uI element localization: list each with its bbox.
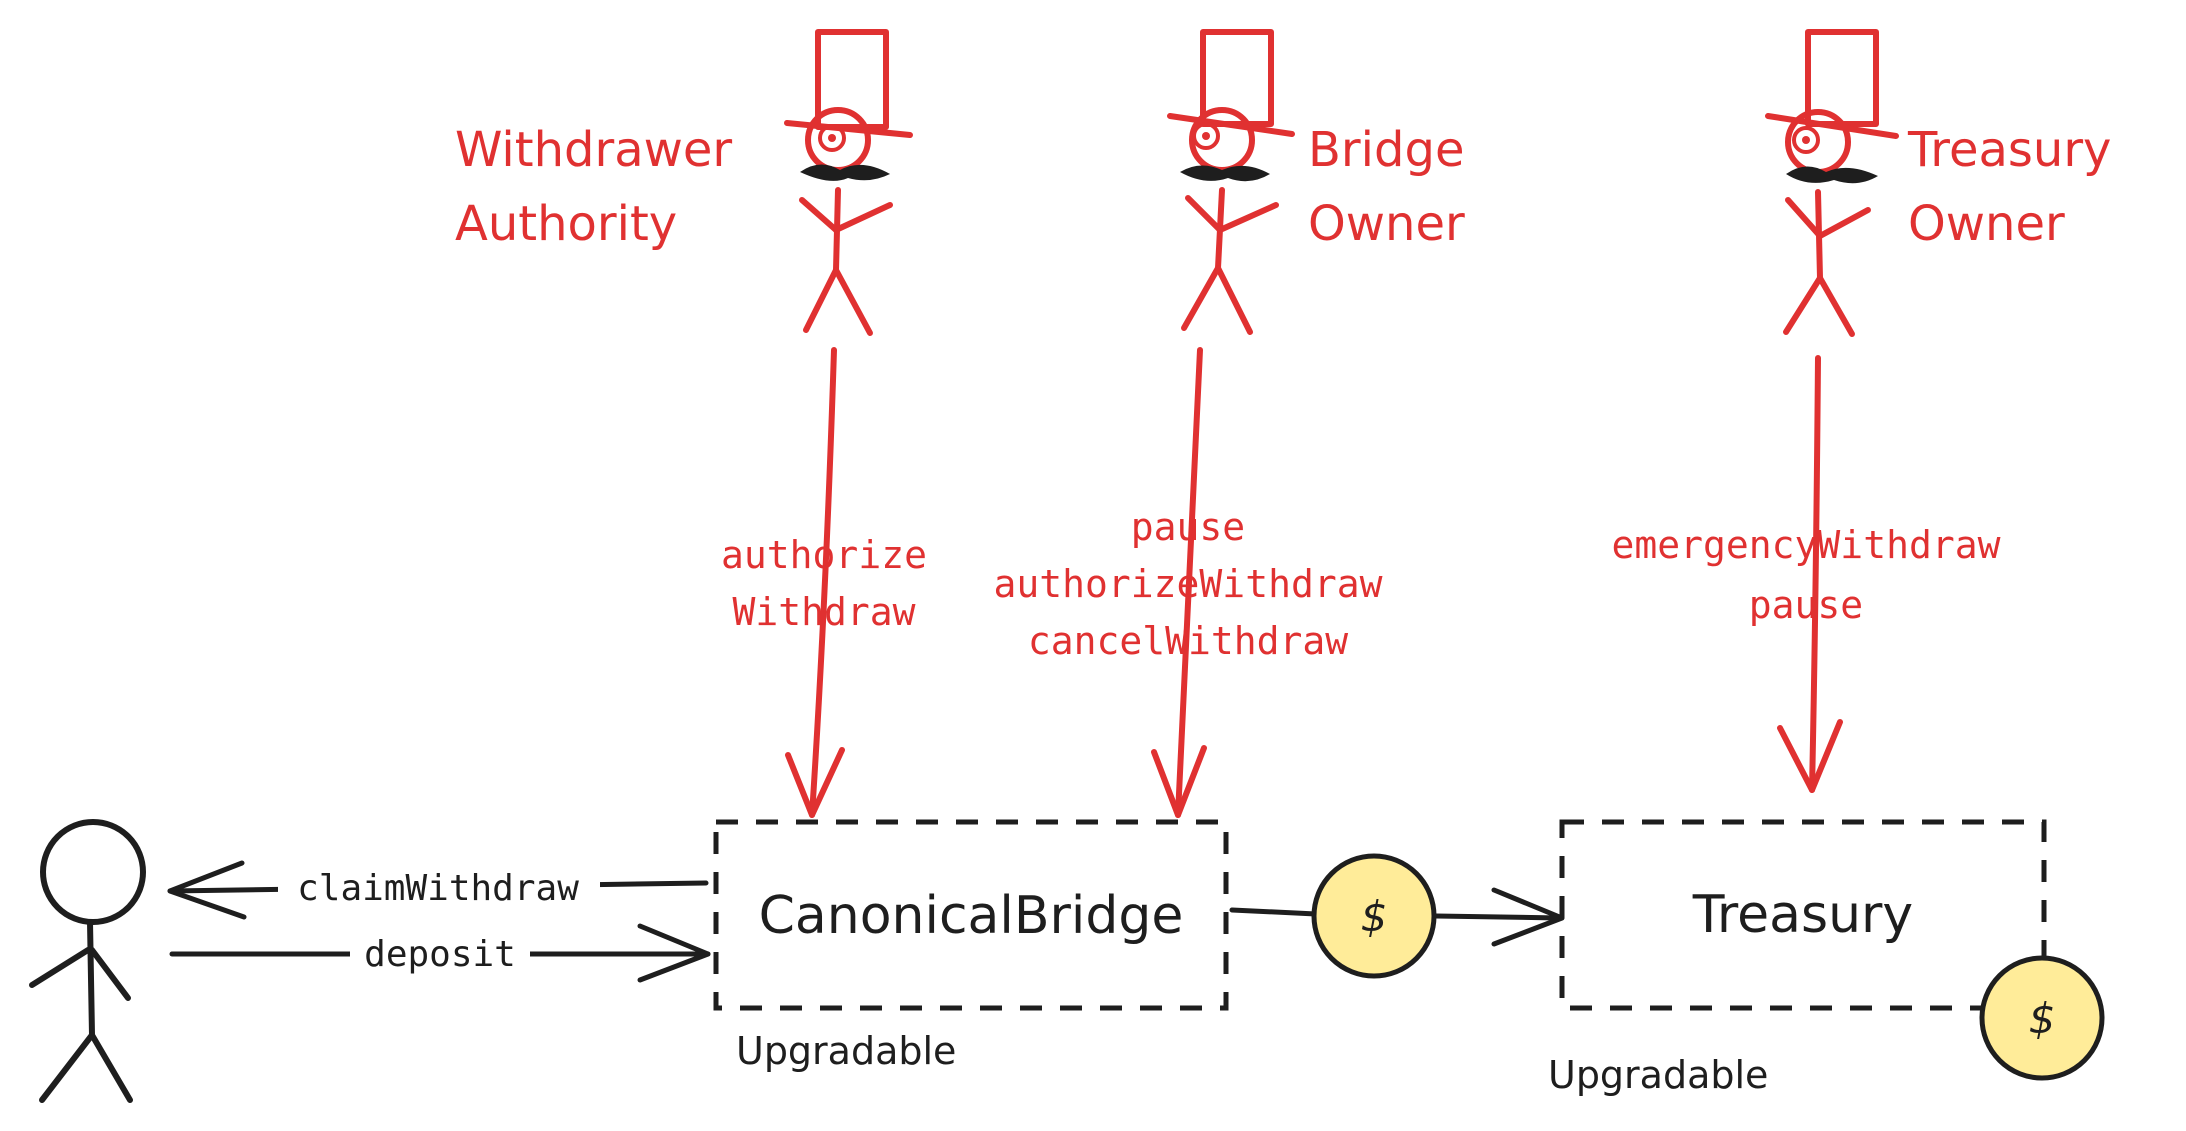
treasury-owner-name-line1: Treasury bbox=[1907, 122, 2111, 178]
withdrawer-authority-figure-icon bbox=[784, 29, 913, 336]
treasury-owner-arrow bbox=[1777, 355, 1843, 793]
bridge-owner-role: Bridge Owner pause authorizeWithdraw can… bbox=[994, 29, 1465, 818]
treasury-owner-role: Treasury Owner emergencyWithdraw pause bbox=[1612, 29, 2111, 793]
treasury-note: Upgradable bbox=[1548, 1053, 1768, 1097]
bridge-owner-permission-2: authorizeWithdraw bbox=[994, 562, 1383, 606]
treasury-owner-name-line2: Owner bbox=[1908, 196, 2065, 252]
bridge-owner-figure-icon bbox=[1167, 29, 1295, 335]
treasury-owner-figure-icon bbox=[1765, 29, 1899, 337]
claim-withdraw-label: claimWithdraw bbox=[297, 868, 579, 909]
user-figure-icon bbox=[29, 819, 146, 1103]
withdrawer-authority-arrow bbox=[785, 347, 845, 818]
claim-withdraw-arrow: claimWithdraw bbox=[167, 860, 709, 920]
bridge-coin-icon: $ bbox=[1311, 853, 1437, 979]
bridge-owner-arrow bbox=[1151, 347, 1207, 818]
treasury-owner-permission-2: pause bbox=[1749, 583, 1863, 627]
canonical-bridge-note: Upgradable bbox=[736, 1029, 956, 1073]
withdrawer-permission-2: Withdraw bbox=[732, 590, 915, 634]
treasury-coin-symbol: $ bbox=[2029, 994, 2056, 1043]
deposit-arrow: deposit bbox=[169, 923, 711, 983]
canonical-bridge-name: CanonicalBridge bbox=[759, 886, 1184, 946]
bridge-owner-name-line1: Bridge bbox=[1308, 122, 1464, 178]
deposit-label: deposit bbox=[364, 934, 516, 975]
bridge-owner-permission-3: cancelWithdraw bbox=[1028, 619, 1348, 663]
treasury-contract: Treasury Upgradable bbox=[1548, 819, 2047, 1097]
bridge-owner-name-line2: Owner bbox=[1308, 196, 1465, 252]
bridge-coin-symbol: $ bbox=[1361, 892, 1388, 941]
treasury-owner-permission-1: emergencyWithdraw bbox=[1612, 523, 2001, 567]
bridge-owner-permission-1: pause bbox=[1131, 505, 1245, 549]
withdrawer-authority-name-line1: Withdrawer bbox=[455, 122, 732, 178]
treasury-coin-icon: $ bbox=[1979, 955, 2105, 1081]
canonical-bridge-contract: CanonicalBridge Upgradable bbox=[713, 819, 1229, 1073]
withdrawer-authority-role: Withdrawer Authority authorize Withdraw bbox=[455, 29, 927, 818]
treasury-name: Treasury bbox=[1692, 885, 1913, 945]
withdrawer-permission-1: authorize bbox=[721, 533, 927, 577]
withdrawer-authority-name-line2: Authority bbox=[455, 196, 677, 252]
